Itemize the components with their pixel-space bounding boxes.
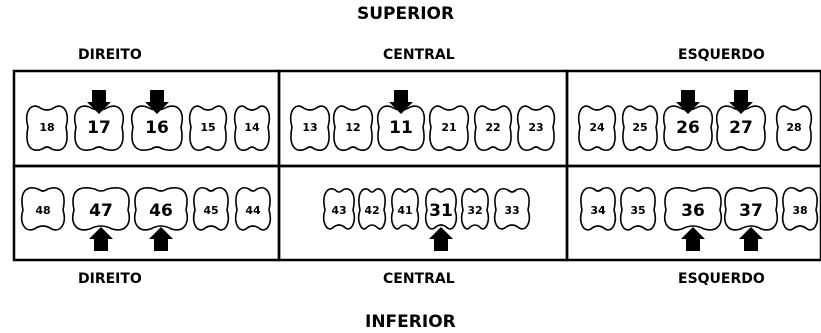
arrow-up-icon (739, 227, 763, 251)
tooth-37: 37 (725, 188, 777, 251)
tooth-number: 21 (441, 121, 456, 134)
tooth-22: 22 (475, 106, 512, 150)
tooth-21: 21 (430, 106, 469, 150)
tooth-45: 45 (194, 188, 229, 230)
tooth-number: 32 (467, 204, 482, 217)
tooth-25: 25 (623, 106, 658, 150)
tooth-number: 26 (676, 118, 700, 138)
tooth-number: 37 (739, 201, 763, 221)
tooth-26: 26 (664, 90, 712, 150)
tooth-number: 42 (364, 204, 379, 217)
tooth-number: 23 (528, 121, 543, 134)
tooth-16: 16 (132, 90, 182, 150)
tooth-number: 15 (200, 121, 215, 134)
tooth-number: 35 (630, 204, 645, 217)
tooth-41: 41 (392, 189, 419, 229)
tooth-number: 36 (681, 201, 705, 221)
tooth-number: 13 (302, 121, 317, 134)
tooth-13: 13 (291, 106, 330, 150)
tooth-46: 46 (135, 188, 187, 251)
tooth-44: 44 (236, 188, 271, 230)
tooth-number: 27 (729, 118, 753, 138)
tooth-number: 38 (792, 204, 807, 217)
tooth-number: 46 (149, 201, 173, 221)
tooth-number: 24 (589, 121, 605, 134)
tooth-27: 27 (717, 90, 765, 150)
tooth-number: 28 (786, 121, 801, 134)
arrow-up-icon (149, 227, 173, 251)
tooth-31: 31 (426, 189, 457, 251)
tooth-number: 25 (632, 121, 647, 134)
tooth-number: 14 (244, 121, 260, 134)
arrow-up-icon (429, 227, 453, 251)
tooth-24: 24 (579, 106, 616, 150)
tooth-32: 32 (462, 189, 489, 229)
tooth-number: 44 (245, 204, 261, 217)
tooth-15: 15 (190, 106, 227, 150)
tooth-11: 11 (378, 90, 424, 150)
teeth-layer: 18 17 16 15 14 13 12 11 21 22 23 24 25 26 27 28 48 47 46 45… (22, 90, 818, 251)
tooth-number: 43 (331, 204, 346, 217)
tooth-48: 48 (22, 188, 65, 230)
tooth-number: 12 (345, 121, 360, 134)
arrow-up-icon (89, 227, 113, 251)
tooth-number: 31 (429, 201, 453, 221)
tooth-number: 11 (389, 118, 413, 138)
tooth-43: 43 (324, 189, 355, 229)
tooth-number: 45 (203, 204, 218, 217)
tooth-28: 28 (777, 106, 812, 150)
tooth-34: 34 (581, 188, 616, 230)
tooth-number: 22 (485, 121, 500, 134)
arrow-up-icon (681, 227, 705, 251)
tooth-number: 41 (397, 204, 412, 217)
tooth-number: 17 (87, 118, 111, 138)
tooth-23: 23 (518, 106, 555, 150)
tooth-42: 42 (359, 189, 386, 229)
tooth-number: 18 (39, 121, 54, 134)
tooth-47: 47 (73, 188, 129, 251)
tooth-33: 33 (495, 189, 530, 229)
tooth-12: 12 (334, 106, 373, 150)
tooth-number: 34 (590, 204, 606, 217)
tooth-38: 38 (783, 188, 818, 230)
tooth-number: 47 (89, 201, 113, 221)
tooth-number: 48 (35, 204, 50, 217)
tooth-36: 36 (665, 188, 721, 251)
tooth-14: 14 (235, 106, 270, 150)
chart-frames (14, 71, 821, 260)
tooth-17: 17 (75, 90, 123, 150)
tooth-number: 16 (145, 118, 169, 138)
tooth-35: 35 (621, 188, 656, 230)
tooth-18: 18 (27, 106, 68, 150)
tooth-number: 33 (504, 204, 519, 217)
